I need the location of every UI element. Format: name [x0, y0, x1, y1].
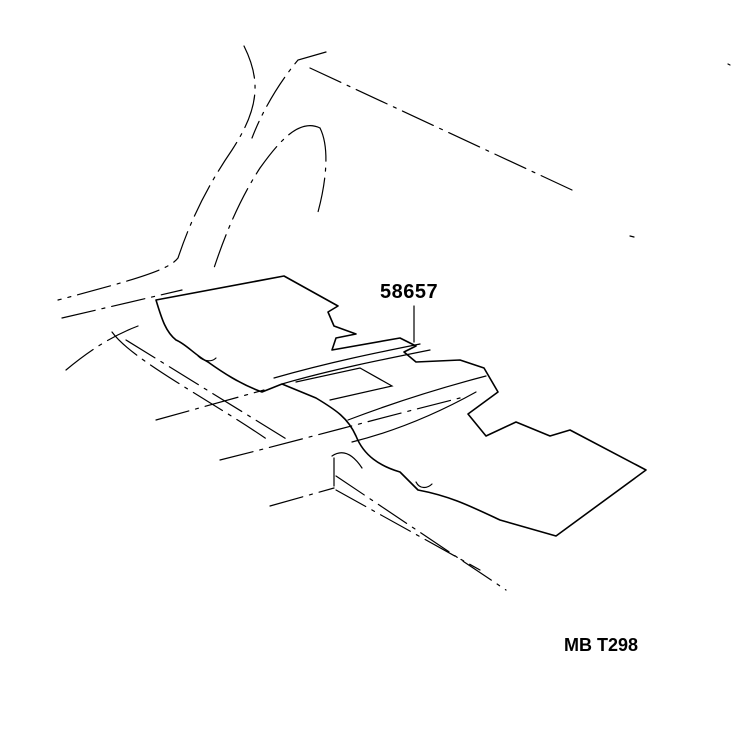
illustration-code: MB T298 — [564, 635, 639, 655]
body-outline — [57, 45, 731, 319]
floor-silencer-part — [155, 275, 647, 537]
floor-panel-outline — [65, 325, 507, 591]
part-number-label: 58657 — [380, 281, 439, 303]
